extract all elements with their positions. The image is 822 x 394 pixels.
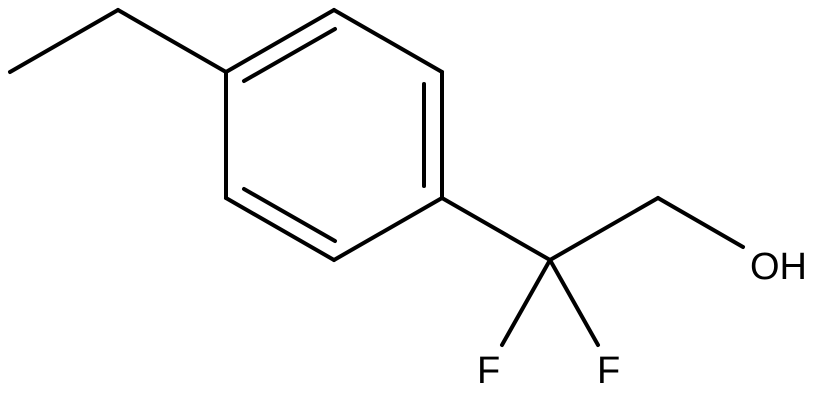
bond-ring-top-right <box>332 8 444 74</box>
hydroxyl-label: OH <box>750 246 807 288</box>
bond-ring-bottom-right <box>332 196 444 262</box>
bond-ring-bottom <box>224 196 336 262</box>
bond-c-f-right <box>548 258 600 347</box>
fluorine-label-right: F <box>597 350 620 392</box>
bond-ring-top <box>224 8 336 74</box>
bond-cf2-ch2 <box>548 196 660 262</box>
bond-ring-cf2 <box>440 196 552 262</box>
bond-c-f-left <box>500 258 552 347</box>
bond-ethyl-ch2-ring <box>116 8 228 74</box>
bond-ring-top-inner <box>242 27 337 83</box>
bond-ethyl-ch3-ch2 <box>8 8 120 74</box>
bond-ring-bottom-inner <box>242 187 337 243</box>
fluorine-label-left: F <box>477 350 500 392</box>
bond-ch2-oh <box>656 196 745 249</box>
bonds <box>8 8 745 347</box>
atom-labels: OH F F <box>477 246 807 392</box>
